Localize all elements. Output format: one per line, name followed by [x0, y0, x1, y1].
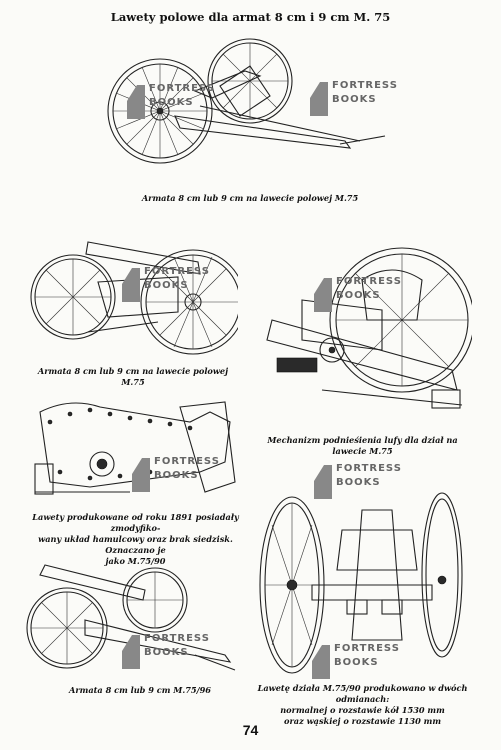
watermark: FORTRESS BOOKS	[308, 72, 397, 126]
watermark-line2: BOOKS	[154, 470, 199, 481]
figure-cannon-m75-96	[25, 560, 240, 680]
caption-line: Lawety produkowane od roku 1891 posiadał…	[32, 512, 239, 533]
watermark: FORTRESS BOOKS	[120, 625, 209, 679]
caption-line: oraz wąskiej o rozstawie 1130 mm	[284, 716, 441, 726]
watermark-line2: BOOKS	[332, 94, 377, 105]
figure-elevating-mechanism	[262, 240, 472, 420]
watermark-line1: FORTRESS	[144, 633, 210, 644]
watermark: FORTRESS BOOKS	[312, 455, 401, 509]
watermark-line1: FORTRESS	[336, 276, 402, 287]
watermark-line1: FORTRESS	[336, 463, 402, 474]
watermark-line2: BOOKS	[336, 477, 381, 488]
figure-caption: Lawetę działa M.75/90 produkowano w dwóc…	[250, 683, 475, 727]
watermark: FORTRESS BOOKS	[125, 75, 214, 129]
caption-line: wany układ hamulcowy oraz brak siedzisk.…	[38, 534, 233, 555]
watermark-line1: FORTRESS	[332, 80, 398, 91]
watermark: FORTRESS BOOKS	[120, 258, 209, 312]
figure-caption: Mechanizm podnieśienia lufy dla dział na…	[267, 435, 458, 456]
watermark-line1: FORTRESS	[154, 456, 220, 467]
watermark: FORTRESS BOOKS	[310, 635, 399, 689]
figure-caption: Lawety produkowane od roku 1891 posiadał…	[28, 512, 243, 567]
caption-line: normalnej o rozstawie kół 1530 mm	[280, 705, 445, 715]
watermark: FORTRESS BOOKS	[312, 268, 401, 322]
watermark-line1: FORTRESS	[334, 643, 400, 654]
watermark-line2: BOOKS	[144, 647, 189, 658]
figure-carriage-front-view	[252, 490, 472, 680]
figure-carriage-m75-90	[30, 392, 240, 507]
figure-caption: Armata 8 cm lub 9 cm na lawecie polowej …	[141, 193, 359, 203]
caption-line: Lawetę działa M.75/90 produkowano w dwóc…	[257, 683, 468, 704]
figure-caption: Armata 8 cm lub 9 cm na lawecie polowej …	[37, 366, 229, 387]
watermark-line2: BOOKS	[149, 97, 194, 108]
caption-line: jako M.75/90	[105, 556, 166, 566]
watermark-line1: FORTRESS	[149, 83, 215, 94]
watermark: FORTRESS BOOKS	[130, 448, 219, 502]
page-title: Lawety polowe dla armat 8 cm i 9 cm M. 7…	[110, 10, 391, 24]
watermark-line2: BOOKS	[336, 290, 381, 301]
watermark-line1: FORTRESS	[144, 266, 210, 277]
watermark-line2: BOOKS	[144, 280, 189, 291]
page-number: 74	[242, 722, 259, 738]
watermark-line2: BOOKS	[334, 657, 379, 668]
figure-caption: Armata 8 cm lub 9 cm M.75/96	[69, 685, 211, 695]
